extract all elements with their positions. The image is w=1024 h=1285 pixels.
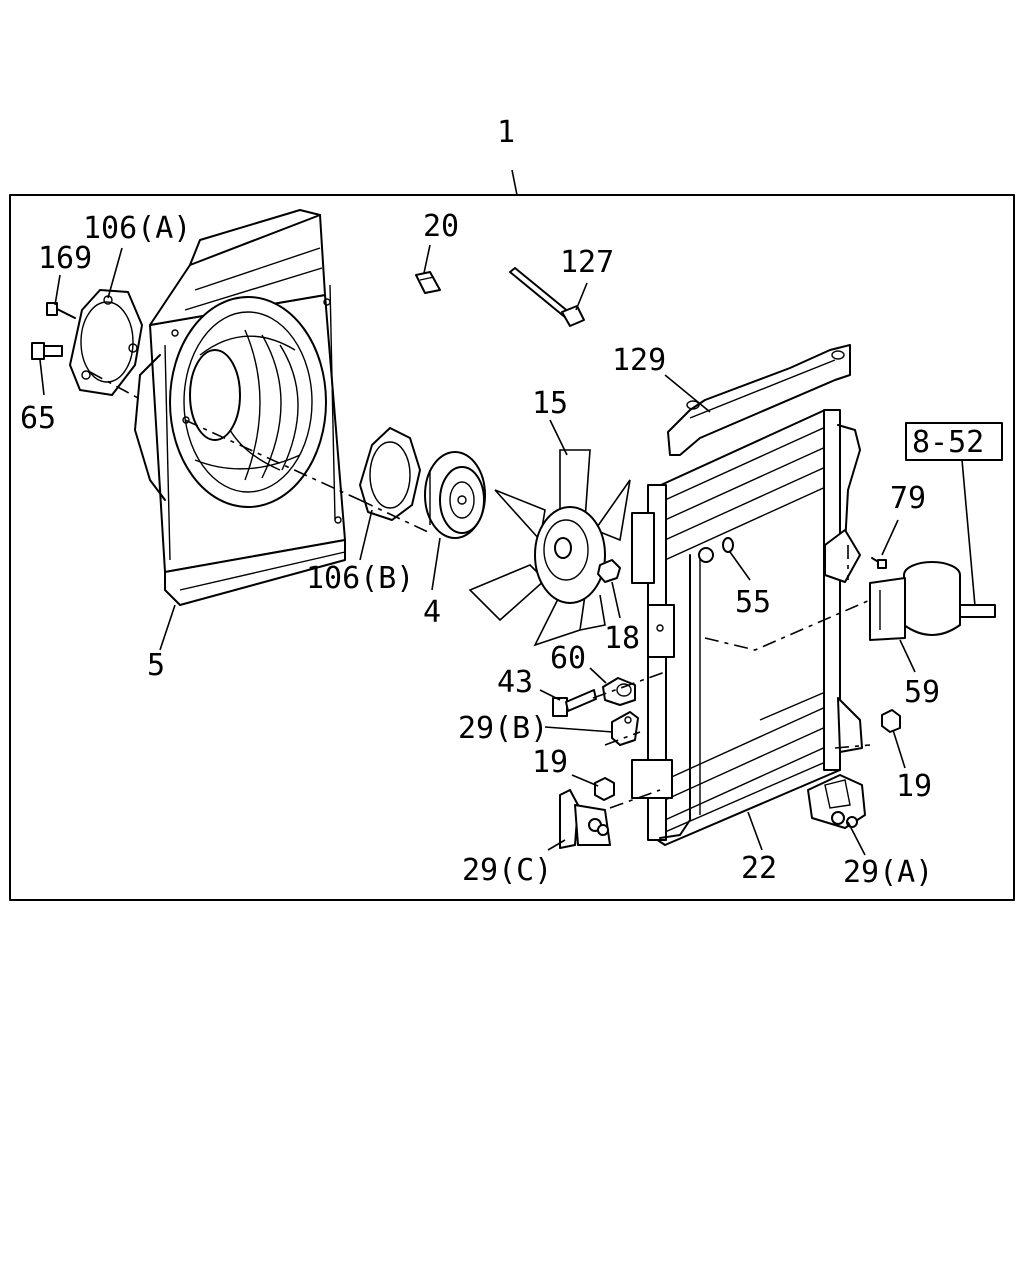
receiver-drier-59 [869, 561, 996, 641]
align-line-d [704, 599, 871, 651]
receiver-bracket [824, 529, 861, 583]
mount-29a [807, 774, 866, 829]
mounting-ring-106a [69, 289, 143, 396]
callout-55: 55 [735, 585, 771, 620]
leader-19a [571, 774, 599, 787]
fan-shroud [134, 209, 346, 606]
leader-129 [664, 374, 711, 413]
leader-22 [747, 811, 763, 851]
bracket-29b [611, 711, 639, 746]
align-line-c [359, 499, 429, 533]
o-ring-55 [722, 537, 734, 553]
leader-19b [892, 729, 906, 769]
align-line-b [184, 419, 361, 501]
callout-59: 59 [904, 675, 940, 710]
callout-1: 1 [497, 115, 515, 150]
leader-29c [547, 839, 566, 851]
mounting-ring-106b [359, 427, 421, 521]
leader-169 [54, 274, 61, 306]
nut-19-left [594, 777, 615, 801]
leader-18 [611, 581, 621, 619]
leader-4 [431, 537, 441, 591]
align-line-h [834, 744, 871, 749]
callout-29b: 29(B) [458, 711, 548, 746]
nut-19-right [881, 709, 901, 733]
callout-4: 4 [423, 595, 441, 630]
leader-29a [847, 821, 866, 856]
leader-79 [881, 519, 899, 556]
align-line-g [609, 789, 661, 809]
bracket-129 [667, 344, 851, 456]
cable-tie-127 [509, 267, 585, 327]
leader-20 [423, 244, 431, 274]
bolt-79 [871, 557, 887, 569]
callout-29c: 29(C) [462, 853, 552, 888]
nut-18 [597, 559, 621, 583]
assembly-frame [9, 194, 1015, 901]
callout-8-52: 8-52 [912, 425, 984, 460]
leader-60 [589, 667, 607, 684]
bolt-65 [31, 342, 63, 360]
callout-79: 79 [890, 481, 926, 516]
callout-20: 20 [423, 209, 459, 244]
fan-motor-4 [424, 451, 486, 539]
callout-18: 18 [604, 621, 640, 656]
callout-106b: 106(B) [306, 561, 414, 596]
bolt-43 [552, 689, 597, 717]
clamp-60 [602, 677, 636, 706]
align-line-a [89, 371, 139, 399]
callout-22: 22 [741, 851, 777, 886]
callout-19-left: 19 [532, 745, 568, 780]
leader-55 [729, 551, 751, 581]
callout-60: 60 [550, 641, 586, 676]
leader-5 [159, 604, 176, 651]
callout-169: 169 [38, 241, 92, 276]
align-line-f [604, 731, 641, 746]
leader-8-52 [961, 459, 976, 607]
callout-5: 5 [147, 648, 165, 683]
condenser-lower-bracket [837, 697, 863, 753]
mount-29c [559, 789, 611, 849]
leader-65 [39, 359, 45, 396]
leader-59 [899, 639, 916, 673]
leader-29b [544, 726, 614, 733]
callout-19-right: 19 [896, 769, 932, 804]
callout-65: 65 [20, 401, 56, 436]
callout-15: 15 [532, 386, 568, 421]
leader-43 [539, 689, 561, 701]
condenser-brackets [631, 512, 675, 799]
callout-127: 127 [560, 245, 614, 280]
leader-127 [575, 282, 588, 311]
leader-15 [549, 419, 568, 456]
leader-106a [107, 247, 123, 299]
callout-43: 43 [497, 665, 533, 700]
leader-1 [511, 169, 518, 196]
fan-blades-15 [468, 449, 631, 647]
callout-129: 129 [612, 343, 666, 378]
callout-106a: 106(A) [83, 211, 191, 246]
align-line-e [592, 671, 666, 699]
leader-106b [359, 509, 373, 561]
clip-20 [415, 271, 441, 294]
ref-box-8-52 [905, 422, 1003, 461]
callout-29a: 29(A) [843, 855, 933, 890]
screw-169 [46, 302, 76, 319]
